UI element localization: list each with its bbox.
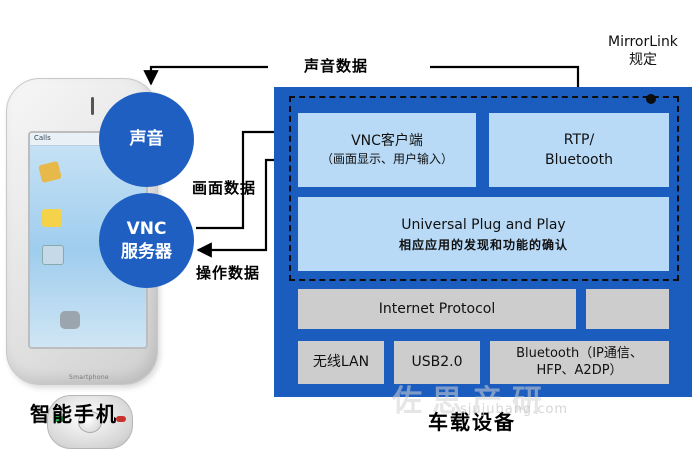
audio-data-label: 声音数据	[304, 57, 369, 75]
operation-data-label: 操作数据	[196, 264, 261, 282]
audio-circle: 声音	[99, 92, 194, 187]
photo-app-icon	[42, 245, 64, 265]
bluetooth-label-2: HFP、A2DP）	[536, 362, 623, 378]
phone-brand: Smartphone	[69, 374, 109, 381]
upnp-subtitle: 相应应用的发现和功能的确认	[398, 237, 568, 252]
phone-center-button	[78, 411, 102, 433]
folder-app-icon	[38, 160, 62, 184]
vnc-server-label-2: 服务器	[121, 241, 172, 262]
device-caption: 车载设备	[428, 410, 516, 434]
audio-data-arrow	[143, 65, 268, 86]
internet-protocol-label: Internet Protocol	[378, 300, 496, 317]
usb-label: USB2.0	[411, 354, 463, 371]
phone-navigation-pad	[47, 395, 133, 449]
rtp-bluetooth-box: RTP/ Bluetooth	[489, 113, 669, 187]
bluetooth-box: Bluetooth（IP通信、 HFP、A2DP）	[490, 341, 669, 384]
call-green-icon	[54, 416, 64, 422]
screen-data-label: 画面数据	[192, 179, 257, 197]
vnc-client-box: VNC客户端 （画面显示、用户输入）	[298, 113, 476, 187]
ip-side-box	[586, 289, 669, 329]
notes-app-icon	[42, 209, 62, 227]
wireless-lan-box: 无线LAN	[298, 341, 384, 384]
rtp-bluetooth-label: Bluetooth	[545, 152, 613, 168]
upnp-box: Universal Plug and Play 相应应用的发现和功能的确认	[298, 197, 669, 271]
camera-app-icon	[60, 311, 80, 329]
phone-speaker	[91, 97, 94, 115]
mirrorlink-label-2: 规定	[628, 52, 657, 69]
rtp-label: RTP/	[563, 131, 595, 148]
watermark-text: 佐思产研	[392, 384, 552, 419]
phone-status-text: Calls	[34, 134, 51, 142]
mirrorlink-pointer-dot	[646, 94, 656, 104]
upnp-title: Universal Plug and Play	[401, 217, 566, 234]
internet-protocol-box: Internet Protocol	[298, 289, 576, 329]
bluetooth-label-1: Bluetooth（IP通信、	[516, 345, 643, 361]
watermark-url: sjujubang.com	[460, 402, 569, 417]
phone-caption: 智能手机	[30, 402, 118, 426]
vnc-client-subtitle: （画面显示、用户输入）	[320, 152, 453, 167]
mirrorlink-spec-label: MirrorLink 规定	[608, 33, 678, 69]
mirrorlink-boundary	[289, 96, 679, 281]
usb-box: USB2.0	[394, 341, 480, 384]
vnc-server-circle: VNC 服务器	[99, 193, 194, 288]
screen-data-arrow	[196, 124, 298, 230]
wireless-lan-label: 无线LAN	[312, 354, 370, 371]
call-red-icon	[116, 416, 126, 422]
vnc-client-title: VNC客户端	[351, 133, 423, 150]
mirrorlink-label-1: MirrorLink	[608, 34, 678, 50]
audio-circle-label: 声音	[129, 129, 164, 150]
vnc-server-label-1: VNC	[126, 218, 167, 239]
